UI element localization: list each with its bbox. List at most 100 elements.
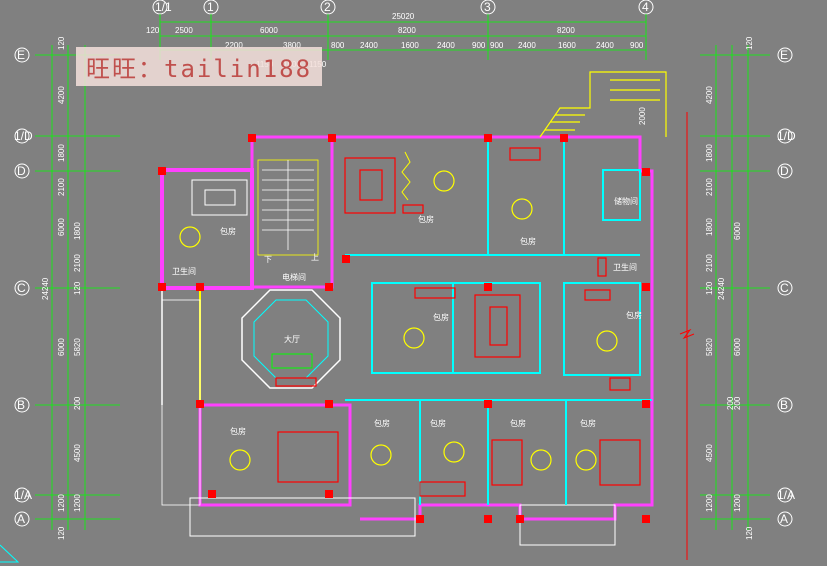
axis-row-right-c: C — [780, 281, 789, 295]
left-side-dims: 120 4200 1800 2100 6000 1800 2100 120 60… — [41, 36, 82, 540]
dim-right-13: 1200 — [705, 494, 714, 512]
axis-col-4: 4 — [642, 0, 649, 14]
dim-sub-4: 2400 — [360, 41, 378, 50]
room-label-b3: 包房 — [430, 418, 446, 428]
dim-sub-9: 2400 — [518, 41, 536, 50]
axis-row-right-a: A — [780, 512, 788, 526]
dim-left-12: 1200 — [57, 494, 66, 512]
dim-left-10: 200 — [73, 396, 82, 410]
dim-sub-10: 1600 — [558, 41, 576, 50]
dim-left-total: 24240 — [41, 277, 50, 300]
dim-right-6: 2100 — [705, 254, 714, 272]
dim-right-11: 200 — [726, 396, 735, 410]
exterior-stair — [539, 71, 667, 138]
dim-sub-11: 2400 — [596, 41, 614, 50]
axis-row-right-e: E — [780, 48, 788, 62]
interior-walls — [345, 140, 652, 505]
dining-tables — [179, 170, 618, 471]
axis-row-left-1d: 1/D — [14, 129, 33, 143]
dim-sub-7: 900 — [472, 41, 486, 50]
room-label-b2: 包房 — [374, 418, 390, 428]
dim-left-6: 2100 — [73, 254, 82, 272]
building-walls — [160, 135, 654, 546]
dim-right-9: 6000 — [733, 338, 742, 356]
side-axis-bubbles — [14, 47, 793, 527]
grid-lines — [35, 14, 770, 530]
axis-col-2: 2 — [324, 0, 331, 14]
dim-left-0: 120 — [57, 36, 66, 50]
dim-right-2: 1800 — [705, 144, 714, 162]
dim-right-7: 120 — [705, 281, 714, 295]
axis-row-right-1a: 1/A — [777, 488, 795, 502]
dim-right-height: 2000 — [638, 107, 647, 125]
dim-right-10: 200 — [733, 396, 742, 410]
axis-row-right-b: B — [780, 398, 788, 412]
dim-left-13: 1200 — [73, 494, 82, 512]
dim-right-total: 24240 — [717, 277, 726, 300]
dim-seg-3: 8200 — [557, 26, 575, 35]
axis-row-left-c: C — [17, 281, 26, 295]
stair — [257, 159, 319, 256]
columns — [158, 134, 650, 523]
room-label-b4: 包房 — [510, 418, 526, 428]
dim-seg-0: 2500 — [175, 26, 193, 35]
room-label-b1: 包房 — [230, 426, 246, 436]
dim-sub-6: 2400 — [437, 41, 455, 50]
axis-row-left-b: B — [17, 398, 25, 412]
left-lounge-sofa — [191, 179, 248, 216]
room-label-wc-left: 卫生间 — [172, 266, 196, 276]
dim-seg-1: 6000 — [260, 26, 278, 35]
dim-left-8: 6000 — [57, 338, 66, 356]
furniture — [275, 147, 641, 497]
dim-right-15: 120 — [745, 526, 754, 540]
dim-sub-3: 800 — [331, 41, 345, 50]
dim-left-7: 120 — [73, 281, 82, 295]
axis-row-right-1d: 1/D — [777, 129, 796, 143]
dim-left-14: 120 — [57, 526, 66, 540]
axis-col-3: 3 — [484, 0, 491, 14]
lighting-line — [401, 151, 411, 201]
room-label-lobby: 大厅 — [284, 334, 300, 344]
dim-right-8: 5820 — [705, 338, 714, 356]
axis-row-left-1a: 1/A — [14, 488, 32, 502]
dim-seg-2: 8200 — [398, 26, 416, 35]
room-label-d2: 包房 — [520, 236, 536, 246]
dim-right-12: 4500 — [705, 444, 714, 462]
watermark-banner: 旺旺：tailin188 — [76, 47, 323, 86]
dim-sub-8: 900 — [490, 41, 504, 50]
dim-sub-12: 900 — [630, 41, 644, 50]
dim-right-4: 1800 — [705, 218, 714, 236]
room-label-storage: 储物间 — [614, 196, 638, 206]
dim-sub-5: 1600 — [401, 41, 419, 50]
corner-mark — [0, 544, 20, 563]
room-label-wc-right: 卫生间 — [613, 262, 637, 272]
axis-col-0: 1/1 — [155, 0, 172, 14]
dim-left-1: 4200 — [57, 86, 66, 104]
right-side-dims: 120 4200 1800 2100 1800 6000 2100 120 58… — [705, 36, 754, 540]
axis-row-left-e: E — [17, 48, 25, 62]
dim-right-1: 4200 — [705, 86, 714, 104]
stair-down-label: 下 — [264, 255, 272, 264]
axis-col-1: 1 — [207, 0, 214, 14]
axis-row-left-a: A — [17, 512, 25, 526]
dim-sub-2: 3800 — [283, 41, 301, 50]
break-mark — [679, 328, 695, 340]
dim-right-14: 1200 — [733, 494, 742, 512]
dim-left-3: 2100 — [57, 178, 66, 196]
room-label-b5: 包房 — [580, 418, 596, 428]
dim-left-4: 6000 — [57, 218, 66, 236]
room-label-d1: 包房 — [418, 214, 434, 224]
room-label-c1: 包房 — [433, 312, 449, 322]
room-label-left-top: 包房 — [220, 226, 236, 236]
dim-sub-0: 120 — [146, 26, 160, 35]
axis-row-right-d: D — [780, 164, 789, 178]
dim-right-0: 120 — [745, 36, 754, 50]
room-label-lift: 电梯间 — [282, 272, 306, 282]
dim-left-2: 1800 — [57, 144, 66, 162]
dim-right-5: 6000 — [733, 222, 742, 240]
room-label-c3: 包房 — [626, 310, 642, 320]
dim-right-3: 2100 — [705, 178, 714, 196]
axis-row-left-d: D — [17, 164, 26, 178]
dim-left-9: 5820 — [73, 338, 82, 356]
